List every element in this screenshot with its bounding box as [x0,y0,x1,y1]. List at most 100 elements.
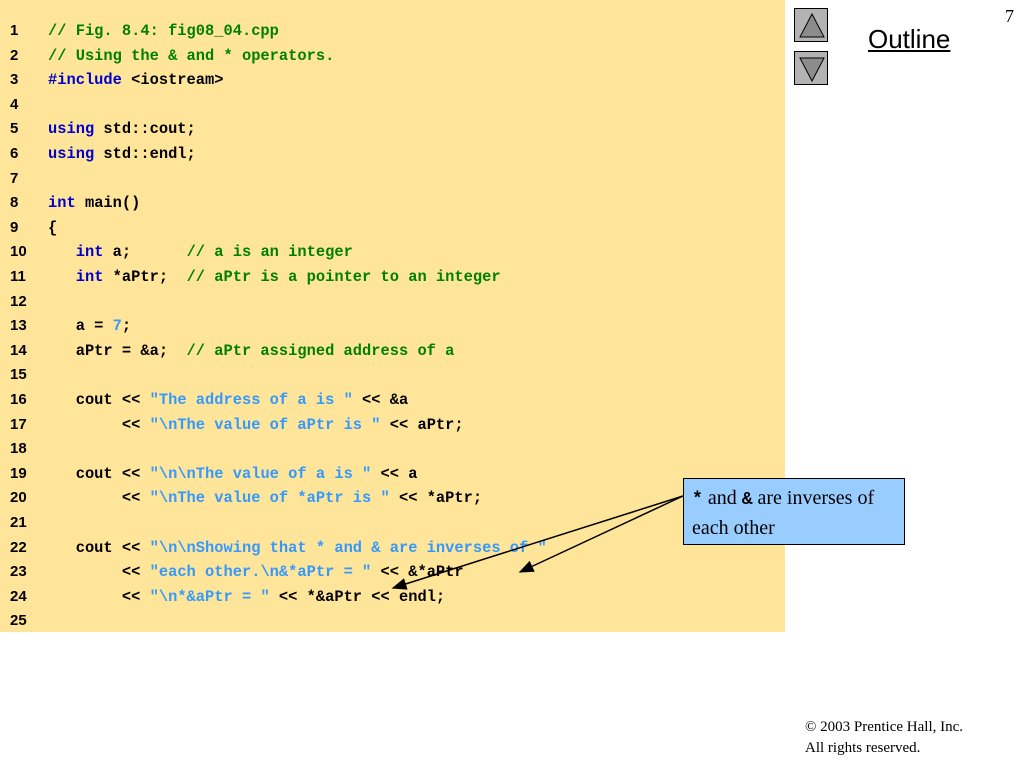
code-token-keyword: int [75,268,113,286]
code-token-normal: a; [112,243,187,262]
code-token-keyword: int [75,243,113,262]
line-number: 17 [10,415,27,433]
code-token-normal [48,268,76,286]
line-number: 6 [10,145,19,162]
code-token-normal: main() [84,194,141,213]
code-token-normal: << [48,415,150,434]
callout-and: and [702,487,742,509]
code-token-keyword: using [48,145,104,163]
code-text: << "each other.\n&*aPtr = " << &*aPtr [48,560,464,584]
outline-link[interactable]: Outline [868,24,951,54]
line-number: 18 [10,440,27,458]
line-number: 3 [10,71,19,89]
code-text: int a; // a is an integer [48,240,353,264]
code-token-normal: aPtr = &a; [48,341,187,360]
code-token-string: "each other.\n&*aPtr = " [149,563,372,582]
code-text: using std::endl; [48,142,196,166]
code-token-string: "\n\nShowing that * and & are inverses o… [149,538,547,557]
previous-slide-button[interactable] [794,8,828,42]
code-token-normal: cout << [48,538,150,557]
callout-note: * and & are inverses of each other [683,478,905,545]
code-text: int main() [48,191,140,215]
code-token-normal: << [48,587,150,606]
code-token-comment: // aPtr is a pointer to an integer [186,268,501,286]
code-token-normal: << a [371,464,418,483]
line-number: 7 [10,169,19,187]
code-token-normal: cout << [48,464,150,483]
code-text: << "\n*&aPtr = " << *&aPtr << endl; [48,585,445,609]
line-number: 8 [10,194,19,212]
line-number: 22 [10,538,27,556]
line-number: 10 [10,243,27,261]
line-number: 12 [10,292,27,310]
code-text: { [48,216,57,240]
copyright-line-1: © 2003 Prentice Hall, Inc. [805,719,964,735]
code-text: cout << "The address of a is " << &a [48,388,409,412]
code-token-normal [48,243,76,261]
code-text: #include <iostream> [48,68,223,92]
code-token-normal: << *&aPtr << endl; [269,587,446,606]
code-token-string: "The address of a is " [149,391,353,409]
code-token-string: "\n\nThe value of a is " [149,464,372,483]
code-text: // Fig. 8.4: fig08_04.cpp [48,19,279,43]
triangle-down-icon [799,57,825,83]
code-text: cout << "\n\nShowing that * and & are in… [48,536,547,560]
line-number: 1 [10,22,19,39]
line-number: 19 [10,464,27,482]
copyright-notice: © 2003 Prentice Hall, Inc. All rights re… [805,717,963,759]
code-token-normal: ; [121,317,132,336]
code-text: int *aPtr; // aPtr is a pointer to an in… [48,265,501,289]
code-token-keyword: #include [48,71,132,90]
code-text: cout << "\n\nThe value of a is " << a [48,462,418,486]
code-token-normal: << &*aPtr [371,563,464,582]
code-text: using std::cout; [48,117,196,141]
code-text: << "\nThe value of *aPtr is " << *aPtr; [48,486,482,510]
line-number: 11 [10,268,26,285]
code-token-normal: <iostream> [131,71,224,90]
code-token-keyword: int [48,194,85,213]
code-token-normal: *aPtr; [112,268,187,286]
code-token-normal: << &a [352,391,409,409]
code-token-string: "\n*&aPtr = " [149,587,270,606]
code-token-normal: << aPtr; [380,415,464,434]
code-token-comment: // Using the & and * operators. [48,46,335,65]
triangle-up-icon [799,12,825,38]
code-token-normal: std::cout; [103,120,196,139]
code-token-normal: << [48,489,150,508]
line-number: 5 [10,120,19,138]
line-number: 21 [10,514,27,531]
code-token-normal: { [48,218,58,237]
code-token-normal: cout << [48,391,150,409]
code-token-normal: a = [48,317,113,336]
line-number: 24 [10,587,27,605]
line-number: 15 [10,366,27,384]
code-token-keyword: using [48,120,104,139]
code-token-normal: << *aPtr; [389,489,483,508]
code-token-normal: << [48,563,150,582]
code-token-string: "\nThe value of *aPtr is " [149,489,390,508]
code-text: aPtr = &a; // aPtr assigned address of a [48,339,455,363]
next-slide-button[interactable] [794,51,828,85]
line-number: 16 [10,391,27,408]
code-text: << "\nThe value of aPtr is " << aPtr; [48,413,464,437]
code-text: a = 7; [48,314,131,338]
line-number: 13 [10,317,27,335]
line-number: 9 [10,218,19,236]
code-token-comment: // aPtr assigned address of a [186,341,455,360]
code-token-comment: // a is an integer [186,243,353,262]
callout-amp: & [741,490,753,510]
code-token-normal: std::endl; [103,145,196,163]
code-token-number: 7 [112,317,122,336]
callout-rest: are inverses of each other [692,487,875,539]
line-number: 14 [10,341,27,359]
slide-number: 7 [1005,6,1014,26]
code-token-string: "\nThe value of aPtr is " [149,415,381,434]
callout-star: * [692,490,703,510]
code-token-comment: // Fig. 8.4: fig08_04.cpp [48,22,279,40]
line-number: 23 [10,563,27,581]
line-number: 25 [10,612,27,630]
line-number: 20 [10,489,27,507]
code-text: // Using the & and * operators. [48,44,334,68]
line-number: 4 [10,95,19,113]
